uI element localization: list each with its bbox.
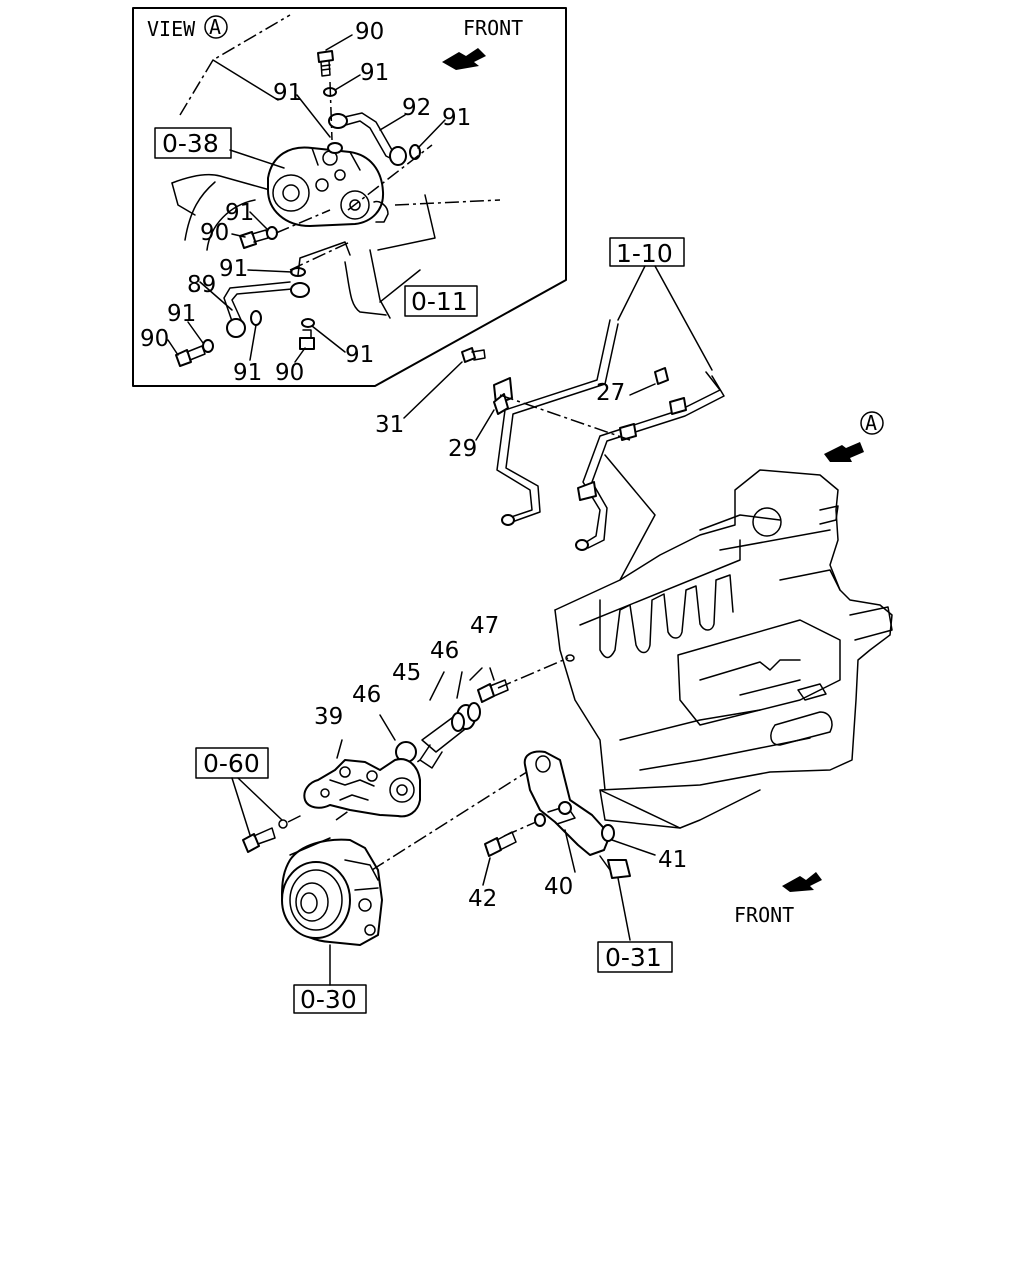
front-arrow-bottom-icon bbox=[782, 872, 822, 892]
callout-47: 47 bbox=[470, 613, 499, 639]
callout-91: 91 bbox=[219, 256, 248, 282]
callout-27: 27 bbox=[596, 380, 625, 406]
ref-label-0-11: 0-11 bbox=[411, 287, 468, 316]
view-a-marker: A bbox=[865, 411, 877, 435]
ref-label-1-10: 1-10 bbox=[616, 239, 673, 268]
callout-91: 91 bbox=[233, 360, 262, 386]
callout-29: 29 bbox=[448, 436, 477, 462]
callout-90: 90 bbox=[200, 220, 229, 246]
pipe-assembly: 1-10 27 31 29 bbox=[375, 237, 725, 581]
ref-label-0-38: 0-38 bbox=[162, 129, 219, 158]
view-title: VIEW bbox=[147, 17, 196, 41]
ref-label-0-30: 0-30 bbox=[300, 985, 357, 1014]
view-a-arrow-icon bbox=[824, 442, 864, 462]
callout-42: 42 bbox=[468, 886, 497, 912]
callout-41: 41 bbox=[658, 847, 687, 873]
callout-45: 45 bbox=[392, 660, 421, 686]
callout-90: 90 bbox=[275, 360, 304, 386]
callout-91: 91 bbox=[273, 80, 302, 106]
callout-39: 39 bbox=[314, 704, 343, 730]
callout-92: 92 bbox=[402, 95, 431, 121]
view-marker-circle bbox=[204, 15, 228, 39]
ref-box-0-30 bbox=[293, 984, 367, 1014]
front-arrow-top-icon bbox=[442, 48, 486, 70]
callout-31: 31 bbox=[375, 412, 404, 438]
ref-box-0-31 bbox=[597, 941, 673, 973]
callout-46: 46 bbox=[430, 638, 459, 664]
view-a-inset: VIEW A FRONT bbox=[132, 7, 567, 387]
callout-91: 91 bbox=[360, 60, 389, 86]
ref-label-0-60: 0-60 bbox=[203, 749, 260, 778]
callout-89: 89 bbox=[187, 272, 216, 298]
front-label-top: FRONT bbox=[463, 16, 523, 40]
callout-90: 90 bbox=[140, 326, 169, 352]
engine-block bbox=[554, 469, 893, 829]
ref-box-0-38 bbox=[154, 127, 232, 159]
callout-90: 90 bbox=[355, 19, 384, 45]
view-a-marker-circle bbox=[860, 411, 884, 435]
callout-91: 91 bbox=[442, 105, 471, 131]
ref-box-1-10 bbox=[609, 237, 685, 267]
callout-40: 40 bbox=[544, 874, 573, 900]
ref-box-0-11 bbox=[404, 285, 478, 317]
callout-91: 91 bbox=[225, 200, 254, 226]
front-label-bottom: FRONT bbox=[734, 903, 794, 927]
view-marker: A bbox=[209, 15, 221, 39]
callout-91: 91 bbox=[167, 301, 196, 327]
callout-46: 46 bbox=[352, 682, 381, 708]
pump-assembly: 0-60 0-30 bbox=[195, 613, 687, 1014]
ref-label-0-31: 0-31 bbox=[605, 943, 662, 972]
callout-91: 91 bbox=[345, 342, 374, 368]
